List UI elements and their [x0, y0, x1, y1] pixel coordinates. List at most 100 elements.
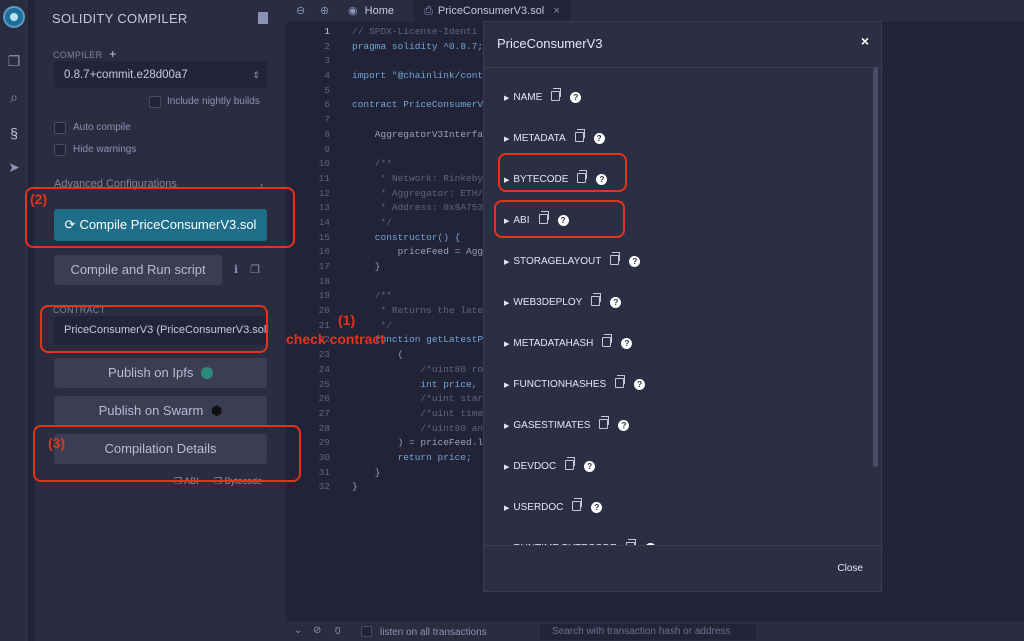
caret-right-icon: ▶ — [504, 505, 510, 512]
detail-item-functionhashes[interactable]: ▶FUNCTIONHASHES? — [504, 375, 646, 394]
code-line: * Returns the late — [352, 305, 484, 317]
code-line: priceFeed = Agg — [352, 246, 484, 258]
detail-item-devdoc[interactable]: ▶DEVDOC? — [504, 457, 596, 476]
copy-icon[interactable] — [602, 334, 613, 347]
detail-item-abi[interactable]: ▶ABI? — [504, 211, 569, 230]
detail-item-storagelayout[interactable]: ▶STORAGELAYOUT? — [504, 252, 641, 271]
line-number: 8 — [324, 128, 330, 140]
compile-button[interactable]: ⟳Compile PriceConsumerV3.sol — [54, 209, 267, 241]
annotation-box-compile — [25, 187, 295, 248]
copy-icon[interactable] — [610, 252, 621, 265]
panel-collapse-icon[interactable] — [258, 12, 268, 24]
help-icon[interactable]: ? — [610, 297, 622, 308]
auto-compile-checkbox[interactable] — [54, 122, 66, 134]
copy-icon[interactable] — [625, 539, 636, 545]
help-icon[interactable]: ? — [570, 92, 582, 103]
help-icon[interactable]: ? — [584, 461, 596, 472]
clear-console-icon[interactable]: ⊘ — [313, 625, 322, 636]
publish-swarm-button[interactable]: Publish on Swarm ⬢ — [54, 396, 267, 426]
listen-transactions-checkbox[interactable] — [361, 626, 372, 637]
help-icon[interactable]: ? — [593, 133, 605, 144]
compiler-label: COMPILER + — [53, 47, 117, 61]
code-line: * Network: Rinkeby — [352, 172, 484, 184]
code-line: function getLatestP — [352, 334, 484, 346]
help-icon[interactable]: ? — [618, 420, 630, 431]
help-icon[interactable]: ? — [629, 256, 641, 267]
copy-icon[interactable] — [591, 293, 602, 306]
code-line: /*uint star — [352, 393, 484, 405]
detail-item-gasestimates[interactable]: ▶GASESTIMATES? — [504, 416, 630, 435]
hide-warnings-label: Hide warnings — [73, 144, 137, 155]
deploy-run-icon[interactable]: ➤ — [8, 159, 20, 175]
copy-icon[interactable] — [574, 129, 585, 142]
detail-item-label: METADATA — [513, 133, 566, 144]
editor-tab-bar: ⊖ ⊕ ◉ Home ⎙ PriceConsumerV3.sol × — [286, 0, 1024, 22]
hide-warnings-checkbox[interactable] — [54, 144, 66, 156]
zoom-in-icon[interactable]: ⊕ — [320, 5, 330, 17]
copy-icon[interactable] — [599, 416, 610, 429]
search-icon[interactable]: ⌕ — [10, 89, 18, 105]
line-number: 14 — [318, 216, 330, 228]
compilation-details-button[interactable]: Compilation Details — [54, 434, 267, 464]
copy-icon[interactable] — [572, 498, 583, 511]
code-line: /*uint80 an — [352, 422, 484, 434]
copy-icon[interactable]: ❐ — [250, 264, 260, 276]
detail-item-label: FUNCTIONHASHES — [513, 379, 607, 390]
modal-scrollbar[interactable] — [873, 67, 878, 467]
code-line: return price; — [352, 451, 472, 463]
detail-item-label: RUNTIME BYTECODE — [513, 543, 616, 545]
collapse-terminal-icon[interactable]: ⌄ — [294, 625, 303, 636]
compiler-version-select[interactable]: 0.8.7+commit.e28d00a7 ⇕ — [54, 61, 267, 88]
contract-select[interactable]: PriceConsumerV3 (PriceConsumerV3.sol) — [54, 316, 267, 345]
help-icon[interactable]: ? — [557, 215, 569, 226]
publish-ipfs-button[interactable]: Publish on Ipfs — [54, 358, 267, 388]
info-icon[interactable]: ℹ — [234, 264, 239, 276]
modal-close-button[interactable]: Close — [837, 563, 863, 574]
detail-item-userdoc[interactable]: ▶USERDOC? — [504, 498, 603, 517]
help-icon[interactable]: ? — [596, 174, 608, 185]
remix-logo-icon[interactable] — [3, 6, 25, 28]
line-number: 16 — [318, 246, 330, 258]
detail-item-metadatahash[interactable]: ▶METADATAHASH? — [504, 334, 633, 353]
detail-item-name[interactable]: ▶NAME? — [504, 88, 582, 107]
tab-close-icon[interactable]: × — [553, 5, 560, 17]
tab-home[interactable]: ◉ Home — [348, 0, 394, 22]
modal-close-icon[interactable]: × — [860, 33, 869, 49]
solidity-compiler-icon[interactable]: § — [10, 125, 18, 141]
copy-icon[interactable] — [551, 88, 562, 101]
caret-right-icon: ▶ — [504, 218, 510, 225]
annotation-box-abi — [494, 200, 625, 238]
detail-item-runtime-bytecode[interactable]: ▶RUNTIME BYTECODE? — [504, 539, 656, 545]
copy-icon[interactable] — [565, 457, 576, 470]
help-icon[interactable]: ? — [621, 338, 633, 349]
help-icon[interactable]: ? — [591, 502, 603, 513]
detail-item-bytecode[interactable]: ▶BYTECODE? — [504, 170, 608, 189]
line-number: 11 — [318, 172, 330, 184]
transaction-search-input[interactable]: Search with transaction hash or address — [540, 624, 756, 640]
add-compiler-icon[interactable]: + — [109, 47, 117, 61]
modal-body: ▶NAME?▶METADATA?▶BYTECODE?▶ABI?▶STORAGEL… — [484, 67, 883, 545]
code-line: } — [352, 261, 381, 272]
detail-item-metadata[interactable]: ▶METADATA? — [504, 129, 605, 148]
copy-icon[interactable] — [538, 211, 549, 224]
chevron-right-icon[interactable]: › — [260, 180, 263, 190]
line-number: 29 — [318, 437, 330, 449]
detail-item-web3deploy[interactable]: ▶WEB3DEPLOY? — [504, 293, 622, 312]
tab-price-consumer[interactable]: ⎙ PriceConsumerV3.sol × — [414, 0, 570, 22]
caret-right-icon: ▶ — [504, 259, 510, 266]
copy-icon[interactable] — [577, 170, 588, 183]
help-icon[interactable]: ? — [644, 543, 656, 545]
detail-item-label: USERDOC — [513, 502, 564, 513]
compile-and-run-button[interactable]: Compile and Run script — [54, 255, 222, 285]
code-line: // SPDX-License-Identi — [352, 26, 478, 37]
help-icon[interactable]: ? — [634, 379, 646, 390]
nightly-builds-checkbox[interactable] — [149, 96, 161, 108]
file-explorer-icon[interactable]: ❐ — [7, 53, 21, 69]
copy-icon[interactable] — [615, 375, 626, 388]
caret-right-icon: ▶ — [504, 136, 510, 143]
code-line: /** — [352, 158, 392, 170]
zoom-out-icon[interactable]: ⊖ — [296, 5, 306, 17]
code-line: constructor() { — [352, 231, 461, 243]
